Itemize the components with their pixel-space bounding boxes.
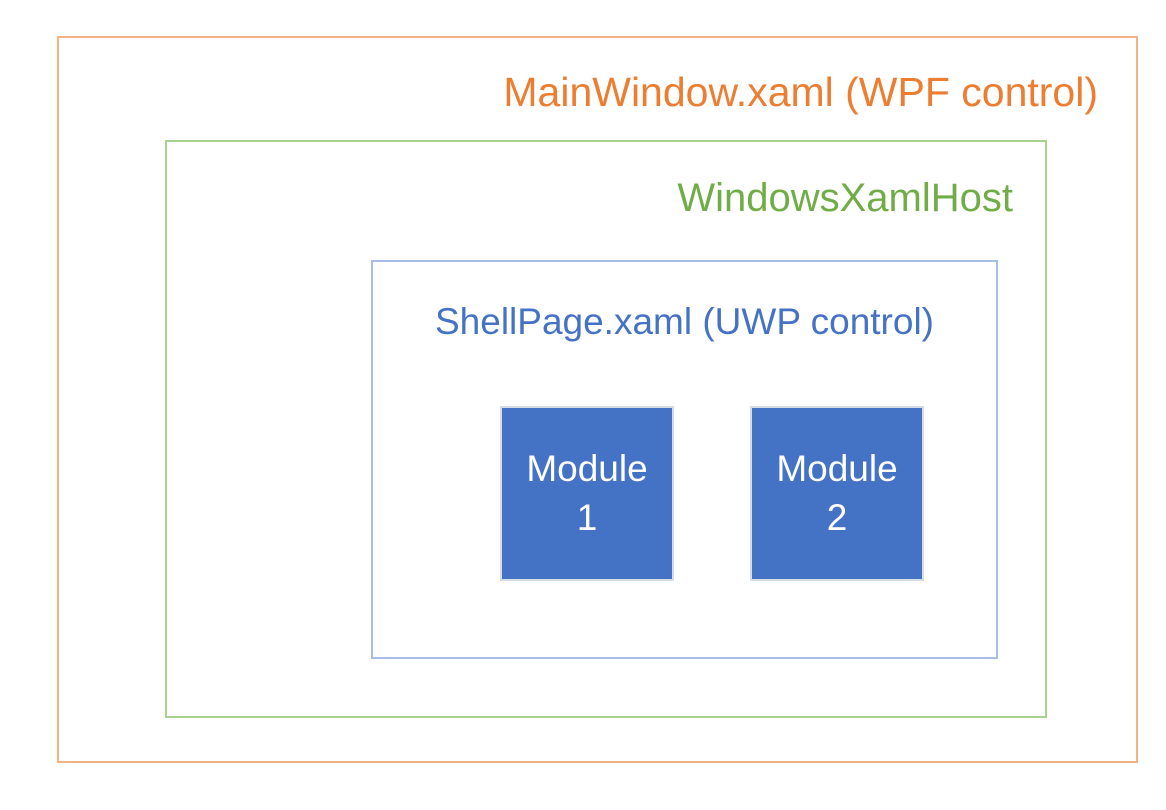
mainwindow-label: MainWindow.xaml (WPF control) — [503, 69, 1098, 115]
windowsxamlhost-box: WindowsXamlHost ShellPage.xaml (UWP cont… — [165, 140, 1047, 718]
shellpage-box: ShellPage.xaml (UWP control) Module 1 Mo… — [371, 260, 998, 659]
mainwindow-box: MainWindow.xaml (WPF control) WindowsXam… — [57, 36, 1138, 763]
module-2-label: Module 2 — [776, 448, 898, 538]
module-1-label: Module 1 — [526, 448, 648, 538]
module-1-box: Module 1 — [500, 406, 674, 581]
module-2-box: Module 2 — [750, 406, 924, 581]
shellpage-label: ShellPage.xaml (UWP control) — [435, 301, 934, 342]
windowsxamlhost-label: WindowsXamlHost — [677, 176, 1013, 220]
